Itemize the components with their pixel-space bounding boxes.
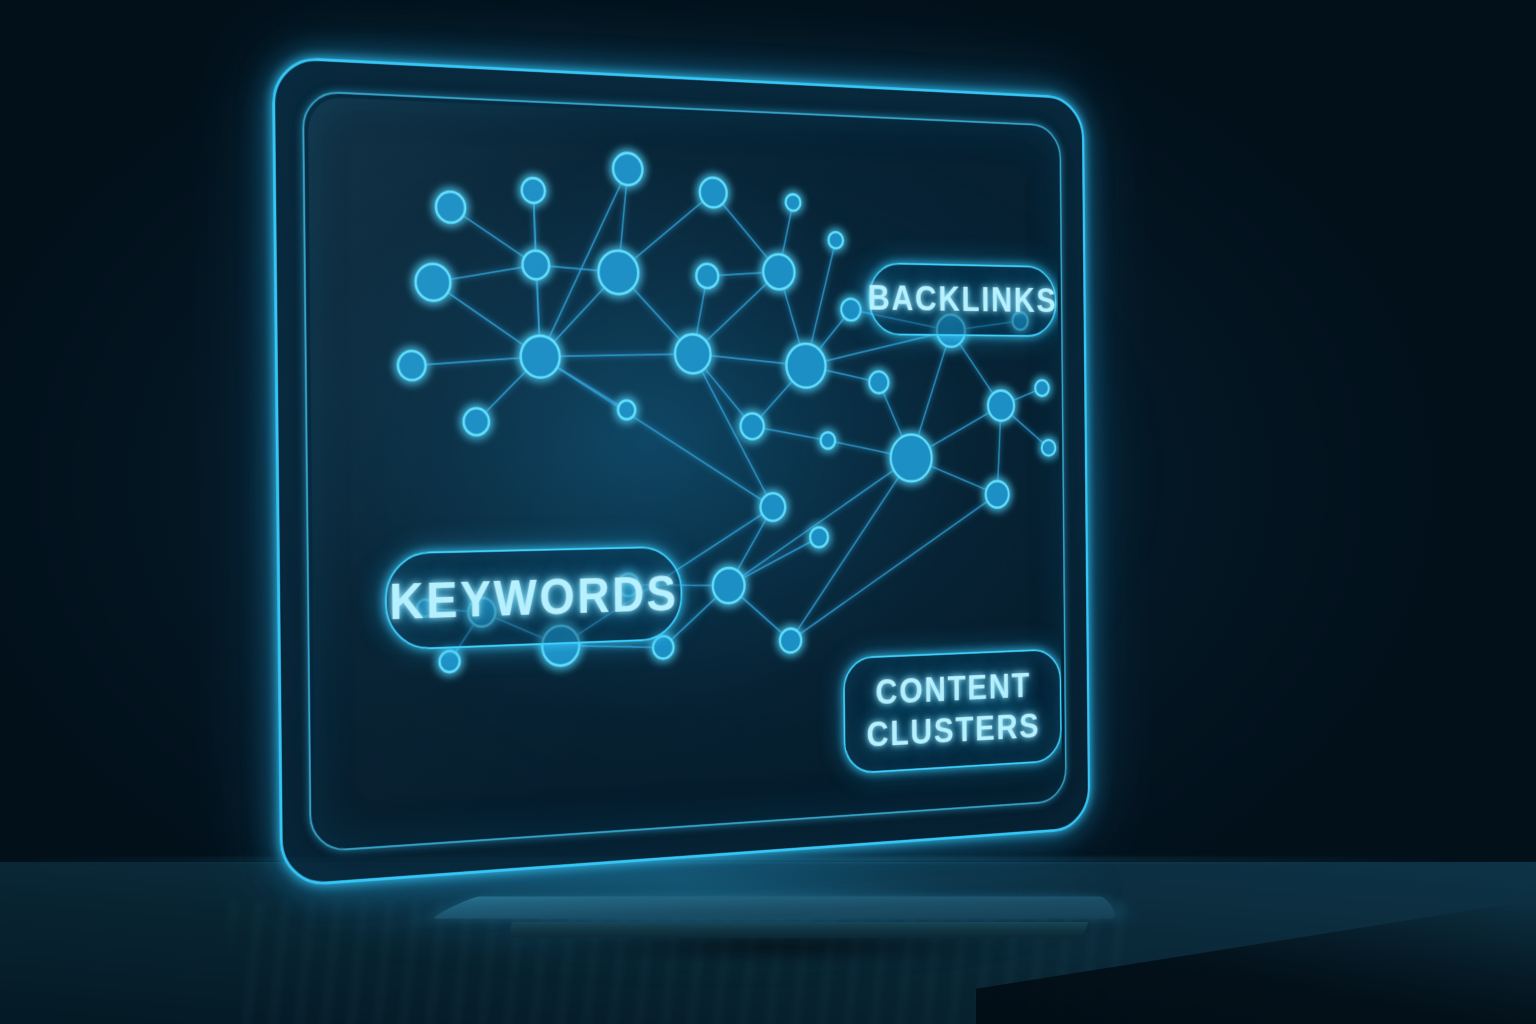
network-node-fill xyxy=(399,352,425,379)
network-edge xyxy=(789,458,913,641)
stand-base-side xyxy=(507,922,1089,938)
network-node[interactable] xyxy=(653,636,674,659)
network-node-fill xyxy=(619,401,634,418)
network-node-fill xyxy=(811,528,827,547)
network-node[interactable] xyxy=(890,434,931,481)
network-node[interactable] xyxy=(986,481,1009,508)
network-node[interactable] xyxy=(810,527,828,547)
network-node-fill xyxy=(697,265,717,287)
network-node[interactable] xyxy=(522,250,549,279)
network-node[interactable] xyxy=(520,335,559,377)
network-node[interactable] xyxy=(1042,440,1056,456)
network-node[interactable] xyxy=(522,178,545,204)
network-node[interactable] xyxy=(618,400,635,419)
network-node-fill xyxy=(523,251,548,279)
network-node[interactable] xyxy=(763,254,795,290)
network-node[interactable] xyxy=(713,568,745,604)
network-node[interactable] xyxy=(786,194,801,211)
network-graph xyxy=(308,96,1062,846)
panel-outer-frame: KEYWORDS BACKLINKS CONTENT CLUSTERS xyxy=(271,55,1091,888)
network-node-fill xyxy=(781,629,801,652)
network-node[interactable] xyxy=(598,250,638,294)
label-content-clusters-line2: CLUSTERS xyxy=(866,707,1041,755)
network-node-fill xyxy=(989,392,1013,420)
network-node[interactable] xyxy=(786,344,826,388)
network-edge xyxy=(540,357,773,511)
network-node[interactable] xyxy=(613,153,643,186)
label-backlinks[interactable]: BACKLINKS xyxy=(867,262,1058,338)
network-node[interactable] xyxy=(1035,380,1049,396)
network-node[interactable] xyxy=(841,299,861,321)
label-keywords-text: KEYWORDS xyxy=(388,565,679,630)
network-node-fill xyxy=(440,652,459,671)
network-node[interactable] xyxy=(436,191,466,223)
network-node[interactable] xyxy=(821,432,836,448)
network-node[interactable] xyxy=(439,651,459,673)
label-keywords[interactable]: KEYWORDS xyxy=(384,545,683,651)
network-node-fill xyxy=(1042,441,1055,455)
network-node[interactable] xyxy=(988,391,1014,421)
network-node-fill xyxy=(1036,381,1048,395)
network-node-fill xyxy=(761,494,785,520)
stand-base-top xyxy=(428,896,1119,919)
network-node[interactable] xyxy=(415,264,450,301)
network-node-fill xyxy=(464,409,488,434)
network-node-fill xyxy=(654,637,673,658)
network-node-fill xyxy=(821,433,834,448)
display-stand xyxy=(428,878,1119,948)
network-node-fill xyxy=(829,233,842,248)
network-node[interactable] xyxy=(760,493,785,521)
network-node-fill xyxy=(676,335,710,373)
desk-front-edge xyxy=(0,858,1536,861)
network-node[interactable] xyxy=(700,177,727,208)
network-edge xyxy=(540,353,693,358)
network-node-fill xyxy=(521,337,559,377)
network-node[interactable] xyxy=(398,351,426,380)
network-node-fill xyxy=(986,482,1008,507)
network-node[interactable] xyxy=(464,408,490,435)
label-backlinks-text: BACKLINKS xyxy=(867,279,1058,321)
network-node-fill xyxy=(416,265,450,300)
network-node[interactable] xyxy=(780,628,802,653)
panel-display-area: KEYWORDS BACKLINKS CONTENT CLUSTERS xyxy=(307,96,1063,847)
network-node-fill xyxy=(786,195,800,210)
network-node[interactable] xyxy=(468,597,495,627)
network-node-fill xyxy=(870,372,888,392)
network-node[interactable] xyxy=(828,232,843,249)
network-edge xyxy=(728,458,913,586)
label-content-clusters-line1: CONTENT xyxy=(875,667,1032,713)
network-node-fill xyxy=(891,435,931,481)
label-content-clusters[interactable]: CONTENT CLUSTERS xyxy=(842,648,1062,775)
hologram-panel[interactable]: KEYWORDS BACKLINKS CONTENT CLUSTERS xyxy=(271,55,1091,888)
network-node[interactable] xyxy=(696,264,718,289)
network-node[interactable] xyxy=(869,371,888,393)
network-edge xyxy=(789,494,998,640)
network-node[interactable] xyxy=(740,413,764,439)
network-node[interactable] xyxy=(675,334,711,373)
network-node-fill xyxy=(437,192,464,222)
network-node-fill xyxy=(741,414,763,438)
